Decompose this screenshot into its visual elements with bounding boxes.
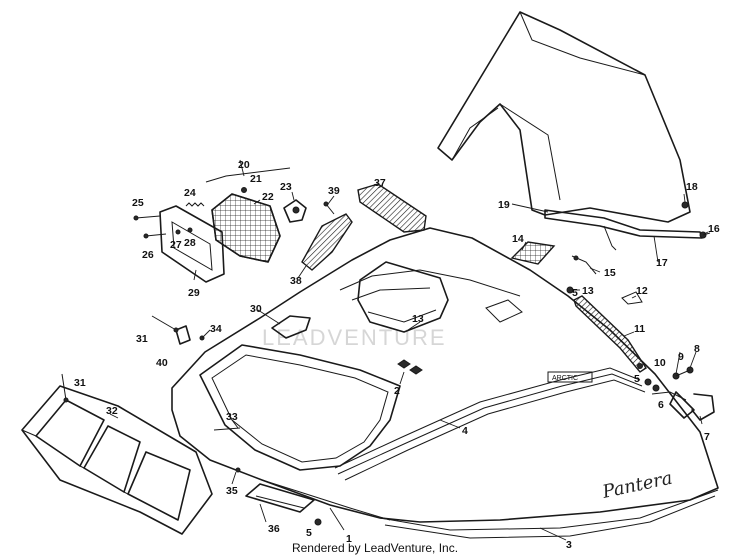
adjust-spring-24: [185, 202, 205, 207]
nut-27: [175, 229, 181, 235]
rivet-35: [235, 467, 241, 473]
nut-28: [187, 227, 193, 233]
callout-14: 14: [512, 233, 524, 245]
leader-lines: [109, 159, 709, 541]
callout-20: 20: [238, 159, 250, 171]
callout-3: 3: [566, 539, 572, 551]
callout-30: 30: [250, 303, 262, 315]
callout-2: 2: [394, 385, 400, 397]
windshield: [437, 11, 691, 223]
fastener-cluster-2: [397, 359, 423, 375]
callout-labels: 1 2 3 4 5 5 5 6 7 8 9 10 11 12 13 13 14 …: [74, 159, 720, 551]
decal-33: [213, 427, 241, 431]
callout-13-right: 13: [582, 285, 594, 297]
screw-25: [133, 215, 161, 221]
hood-script-decal: Pantera: [600, 468, 675, 503]
callout-21: 21: [250, 173, 262, 185]
windshield-trim-strip: [544, 209, 703, 251]
callout-18: 18: [686, 181, 698, 193]
callout-4: 4: [462, 425, 468, 437]
callout-8: 8: [694, 343, 700, 355]
top-louver-37: [357, 183, 427, 233]
hood-side-badge: ARCTIC: [547, 371, 593, 383]
callout-5-bottom: 5: [306, 527, 312, 539]
callout-11: 11: [634, 323, 645, 335]
callout-37: 37: [374, 177, 386, 189]
callout-12: 12: [636, 285, 648, 297]
bracket-15: [571, 255, 597, 275]
callout-31-bracket: 31: [136, 333, 148, 345]
callout-35: 35: [226, 485, 238, 497]
callout-17: 17: [656, 257, 668, 269]
hood-emblem-30: [271, 315, 311, 339]
headlight-lens-22: [211, 193, 281, 263]
hood-vent-11: [573, 295, 647, 373]
screw-21: [241, 187, 247, 193]
screw-5-right: [637, 363, 643, 369]
footer-credit: Rendered by LeadVenture, Inc.: [291, 541, 459, 555]
hood: [171, 227, 719, 539]
callout-24: 24: [184, 187, 196, 199]
callout-7: 7: [704, 431, 710, 443]
callout-19: 19: [498, 199, 510, 211]
vent-grille-14: [510, 241, 556, 265]
rivet-31: [151, 315, 179, 333]
callout-29: 29: [188, 287, 200, 299]
callout-32: 32: [106, 405, 118, 417]
callout-5-hood: 5: [572, 287, 578, 299]
headlight-bulb-23: [283, 199, 307, 223]
callout-33: 33: [226, 411, 238, 423]
callout-26: 26: [142, 249, 154, 261]
hood-side-badge-text: ARCTIC: [552, 375, 578, 382]
callout-38: 38: [290, 275, 302, 287]
screw-31-grille: [61, 373, 69, 403]
hood-script-text: Pantera: [600, 468, 675, 503]
callout-39: 39: [328, 185, 340, 197]
callout-22: 22: [262, 191, 274, 203]
callout-34: 34: [210, 323, 222, 335]
bracket-40: [175, 325, 191, 345]
console-box: [357, 261, 523, 333]
windshield-screw-18: [681, 201, 689, 209]
callout-5-right: 5: [634, 373, 640, 385]
callout-36: 36: [268, 523, 280, 535]
screw-5-bottom: [314, 518, 322, 526]
callout-40: 40: [156, 357, 168, 369]
headlight-bezel-29: [159, 205, 225, 283]
callout-10: 10: [654, 357, 666, 369]
decal-12: [621, 291, 643, 305]
bumper-plate-36: [245, 483, 315, 513]
watermark: LEADVENTURE: [262, 325, 447, 350]
callout-16: 16: [708, 223, 720, 235]
callout-13-center: 13: [412, 313, 424, 325]
callout-23: 23: [280, 181, 292, 193]
latch-assembly: [644, 366, 715, 421]
watermark-text: LEADVENTURE: [262, 325, 447, 350]
screw-26: [143, 233, 167, 239]
callout-28: 28: [184, 237, 196, 249]
callout-31-grille: 31: [74, 377, 86, 389]
side-louver-38: [301, 213, 353, 271]
adjust-bracket-20: [205, 167, 291, 183]
callout-1: 1: [346, 533, 352, 545]
callout-25: 25: [132, 197, 144, 209]
hood-opening: [199, 344, 401, 471]
callout-15: 15: [604, 267, 616, 279]
callout-27: 27: [170, 239, 182, 251]
front-grille-32: [21, 385, 213, 535]
callout-6: 6: [658, 399, 664, 411]
callout-9: 9: [678, 351, 684, 363]
screw-39: [323, 201, 335, 215]
